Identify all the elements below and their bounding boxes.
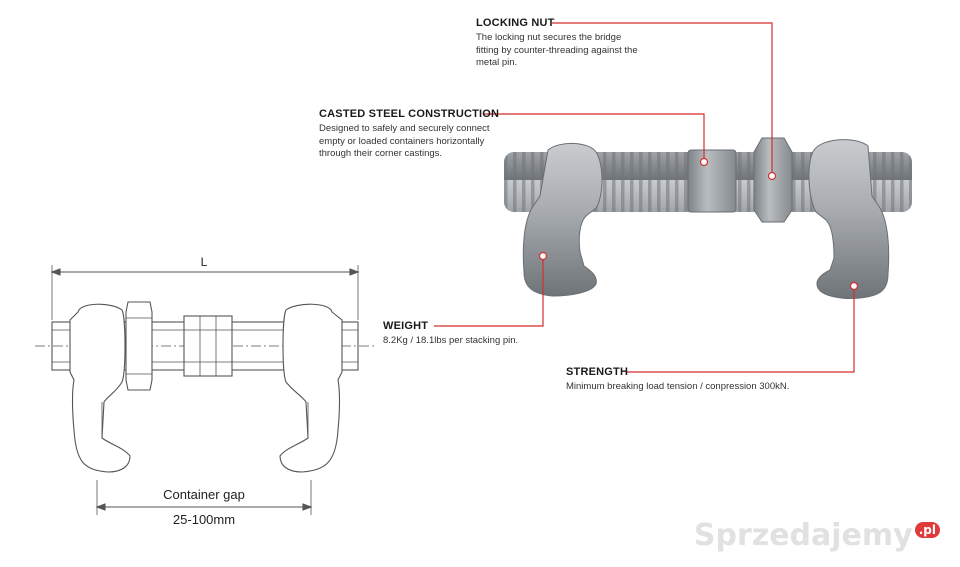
locking-nut xyxy=(753,137,793,223)
technical-drawing xyxy=(35,265,375,515)
weight-title: WEIGHT xyxy=(383,320,429,332)
drawing-left-clamp xyxy=(69,303,131,473)
casted-steel-leader xyxy=(484,113,705,162)
callout-lines xyxy=(434,22,859,373)
callout-strength: STRENGTH Minimum breaking load tension /… xyxy=(566,366,826,394)
center-sleeve xyxy=(687,149,737,213)
drawing-sleeve xyxy=(183,315,233,377)
drawing-right-clamp xyxy=(279,303,343,473)
casted-steel-desc-line: Designed to safely and securely connect xyxy=(319,123,490,134)
locking-nut-title: LOCKING NUT xyxy=(476,17,555,29)
locking-nut-desc-line: The locking nut secures the bridge xyxy=(476,32,622,43)
callout-locking-nut: LOCKING NUT The locking nut secures the … xyxy=(476,17,686,70)
locking-nut-desc-line: metal pin. xyxy=(476,57,518,68)
watermark-logo: Sprzedajemy.pl xyxy=(694,518,940,553)
watermark-suffix: .pl xyxy=(914,522,940,538)
casted-steel-desc-line: through their corner castings. xyxy=(319,148,443,159)
drawing-nut xyxy=(125,301,153,391)
container-gap-label: Container gap xyxy=(163,487,245,502)
strength-desc-line: Minimum breaking load tension / conpress… xyxy=(566,381,790,392)
locking-nut-desc-line: fitting by counter-threading against the xyxy=(476,44,638,56)
gap-range-label: 25-100mm xyxy=(173,512,235,527)
strength-title: STRENGTH xyxy=(566,366,629,378)
right-clamp xyxy=(808,139,890,299)
weight-desc-line: 8.2Kg / 18.1lbs per stacking pin. xyxy=(383,335,519,346)
watermark-text: Sprzedajemy xyxy=(693,518,913,553)
locking-nut-leader xyxy=(552,22,773,176)
casted-steel-desc-line: empty or loaded containers horizontally xyxy=(319,135,485,147)
casted-steel-title: CASTED STEEL CONSTRUCTION xyxy=(319,108,500,120)
length-label: L xyxy=(201,255,208,269)
callout-casted-steel: CASTED STEEL CONSTRUCTION Designed to sa… xyxy=(319,108,529,161)
weight-leader xyxy=(434,256,544,327)
strength-leader xyxy=(626,286,855,373)
callout-weight: WEIGHT 8.2Kg / 18.1lbs per stacking pin. xyxy=(383,320,583,348)
